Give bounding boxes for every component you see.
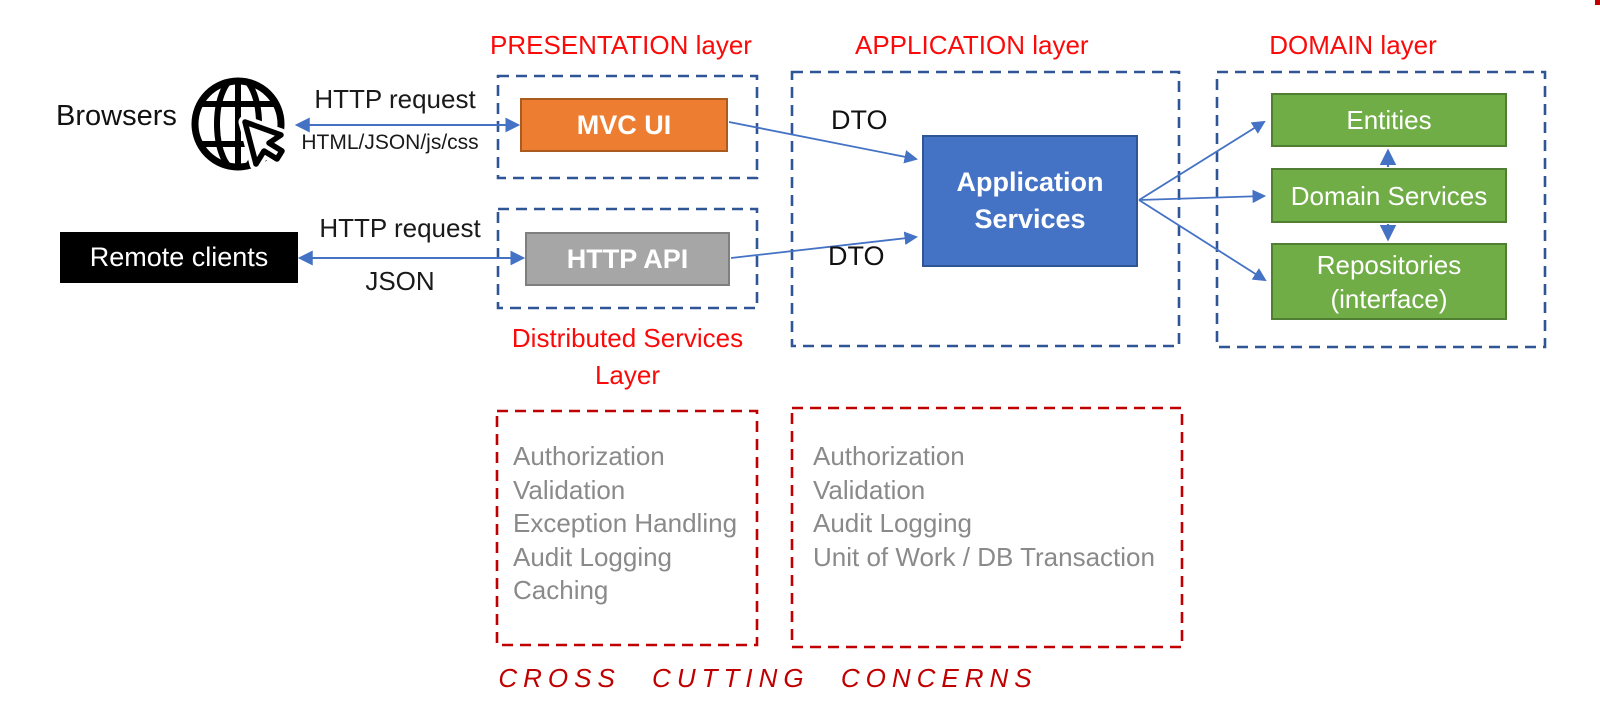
browser-http-request-label: HTTP request <box>314 84 476 114</box>
arrow-appservices-entities <box>1138 120 1266 201</box>
remote-clients-box: Remote clients <box>60 232 298 283</box>
http-api-box: HTTP API <box>525 232 730 286</box>
dto-bottom-label: DTO <box>828 241 885 271</box>
list-item: Audit Logging <box>813 508 973 538</box>
arrow-appservices-repositories <box>1138 199 1267 282</box>
list-item: Audit Logging <box>513 541 673 572</box>
arrow-appservices-domainservices <box>1138 189 1267 204</box>
distributed-services-line2: Layer <box>594 360 661 390</box>
globe-cursor-icon <box>191 77 289 171</box>
list-item: Exception Handling <box>513 508 738 538</box>
list-item: Validation <box>513 474 626 505</box>
cross-cutting-concerns-title: CROSS CUTTING CONCERNS <box>498 663 1038 693</box>
list-item: Authorization <box>513 441 665 471</box>
application-services-box: Application Services <box>922 135 1138 267</box>
list-item: Caching <box>513 575 609 605</box>
dto-top-label: DTO <box>831 105 888 135</box>
application-concerns-list: Authorization Validation Audit Logging U… <box>813 440 1155 574</box>
list-item: Validation <box>813 474 926 505</box>
browsers-label: Browsers <box>56 100 177 132</box>
remote-http-request-label: HTTP request <box>319 213 481 243</box>
entities-box: Entities <box>1271 93 1507 147</box>
remote-json-label: JSON <box>365 266 435 296</box>
domain-services-box: Domain Services <box>1271 168 1507 223</box>
corner-artifact <box>1595 0 1600 5</box>
list-item: Unit of Work / DB Transaction <box>813 541 1155 572</box>
repositories-box: Repositories (interface) <box>1271 243 1507 320</box>
mvc-ui-box: MVC UI <box>520 98 728 152</box>
domain-layer-title: DOMAIN layer <box>1269 30 1437 60</box>
distributed-services-line1: Distributed Services <box>511 323 744 353</box>
domain-layer-box <box>1215 70 1547 349</box>
presentation-layer-title: PRESENTATION layer <box>490 30 752 60</box>
application-layer-title: APPLICATION layer <box>855 30 1089 60</box>
arrow-mvcui-appservices <box>728 121 918 164</box>
list-item: Authorization <box>813 441 965 471</box>
arrow-httpapi-appservices <box>730 231 919 259</box>
distributed-concerns-box <box>495 409 759 647</box>
application-layer-box <box>790 70 1181 348</box>
distributed-concerns-list: Authorization Validation Exception Handl… <box>513 440 737 608</box>
application-concerns-box <box>790 406 1184 649</box>
browser-response-label: HTML/JSON/js/css <box>301 131 479 154</box>
distributed-services-layer-title: Distributed Services Layer <box>480 320 775 394</box>
